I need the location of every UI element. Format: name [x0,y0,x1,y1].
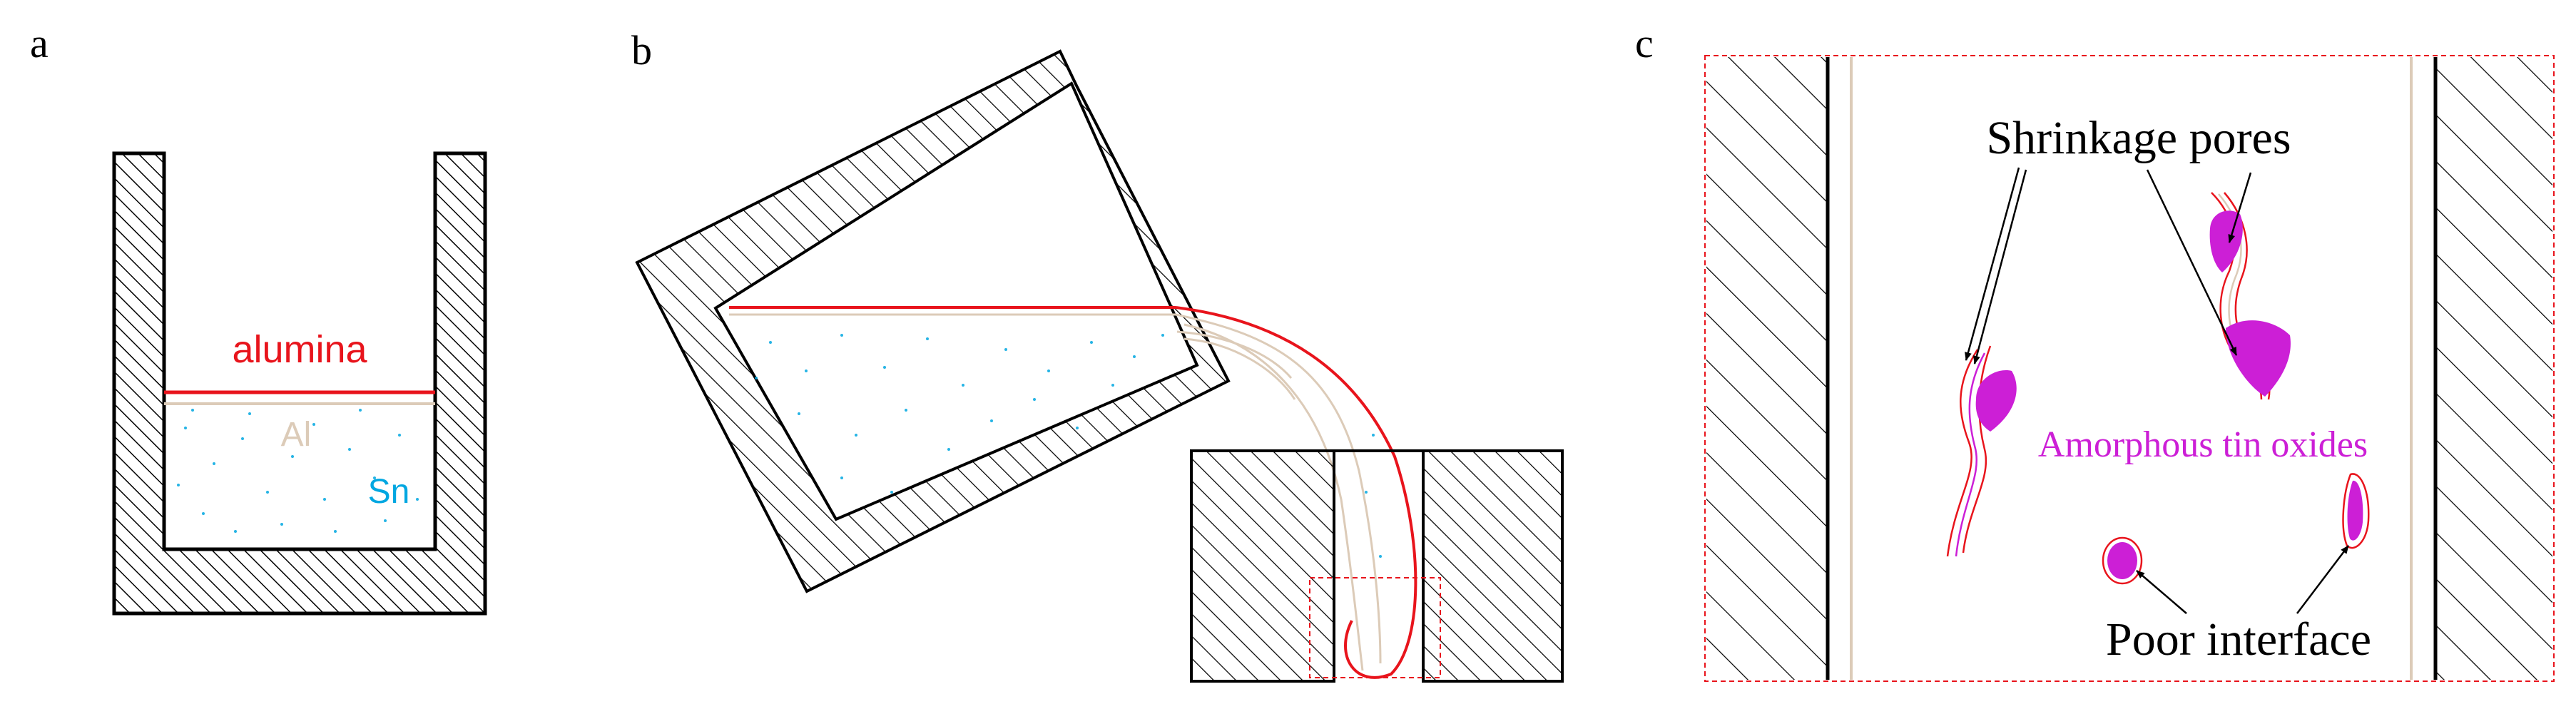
left-mould-wall [1706,57,1828,680]
crucible-a [112,151,487,616]
shrinkage-pore [2209,210,2243,272]
aluminum-stream [1175,313,1382,671]
tin-label: Sn [368,473,410,511]
panel-b: b [631,27,1564,683]
panel-c: c [1635,20,2555,682]
amorphous-tin-oxides-label: Amorphous tin oxides [2038,424,2368,465]
alumina-stream [1175,306,1417,679]
tilted-crucible [635,49,1231,593]
alumina-label: alumina [232,328,367,371]
shrinkage-pore [2226,320,2291,397]
panel-b-letter: b [631,27,652,73]
panel-a: a alumina Al Sn [30,20,487,616]
panel-a-letter: a [30,20,49,66]
oxide-particle [2347,480,2363,541]
leader-arrows [1965,167,2349,614]
shrinkage-pore [1975,370,2017,432]
aluminum-label: Al [281,416,312,454]
oxide-particle-outline [2102,536,2143,585]
zoom-region-box [1309,577,1441,678]
crucible-wall [112,151,487,616]
tin-dots-b [755,334,1382,558]
right-mould-wall [2435,57,2552,680]
oxide-particle [2107,542,2137,579]
poor-interface-label: Poor interface [2106,613,2371,666]
mould-left-wall [1190,449,1335,683]
oxide-particle-outline [2342,473,2370,549]
mould-right-wall [1422,449,1564,683]
mould-b [1190,449,1564,683]
tin-dots-a [177,409,419,533]
tilted-crucible-wall [635,49,1231,593]
oxide-film-left [1946,345,1992,557]
zoom-frame [1704,55,2555,682]
panel-c-letter: c [1635,20,1654,66]
shrinkage-pores-label: Shrinkage pores [1986,112,2291,164]
